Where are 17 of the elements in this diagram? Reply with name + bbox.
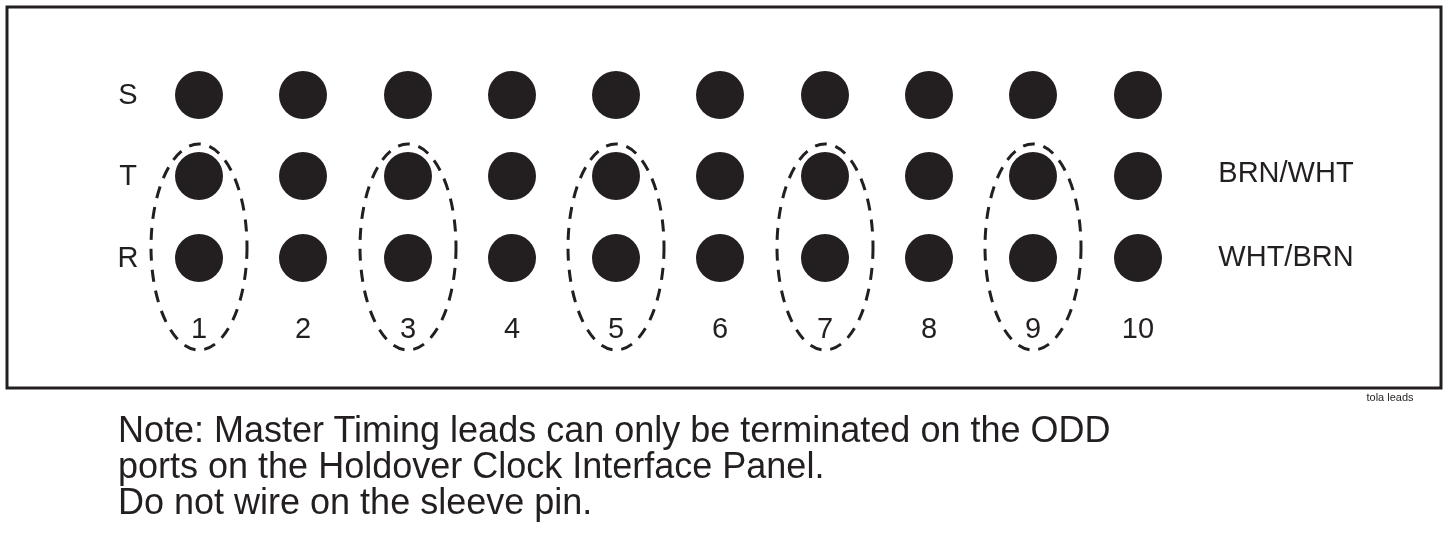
- port-number: 3: [399, 313, 417, 345]
- port-number: 2: [294, 313, 312, 345]
- wire-color-label: BRN/WHT: [1218, 157, 1354, 189]
- port-number: 8: [920, 313, 938, 345]
- wire-color-label: WHT/BRN: [1218, 241, 1354, 273]
- row-label: S: [118, 79, 138, 111]
- port-number: 6: [711, 313, 729, 345]
- row-label: R: [117, 242, 139, 274]
- port-number: 5: [607, 313, 625, 345]
- port-number: 10: [1121, 313, 1155, 345]
- note-text: Note: Master Timing leads can only be terminated on the ODD ports on the Holdover Clock Interface Panel.: [118, 412, 1112, 484]
- port-number: 9: [1024, 313, 1042, 345]
- row-label: T: [119, 160, 137, 192]
- port-number: 1: [190, 313, 208, 345]
- port-number: 7: [816, 313, 834, 345]
- figure-tag: tola leads: [1366, 390, 1414, 404]
- port-number: 4: [503, 313, 521, 345]
